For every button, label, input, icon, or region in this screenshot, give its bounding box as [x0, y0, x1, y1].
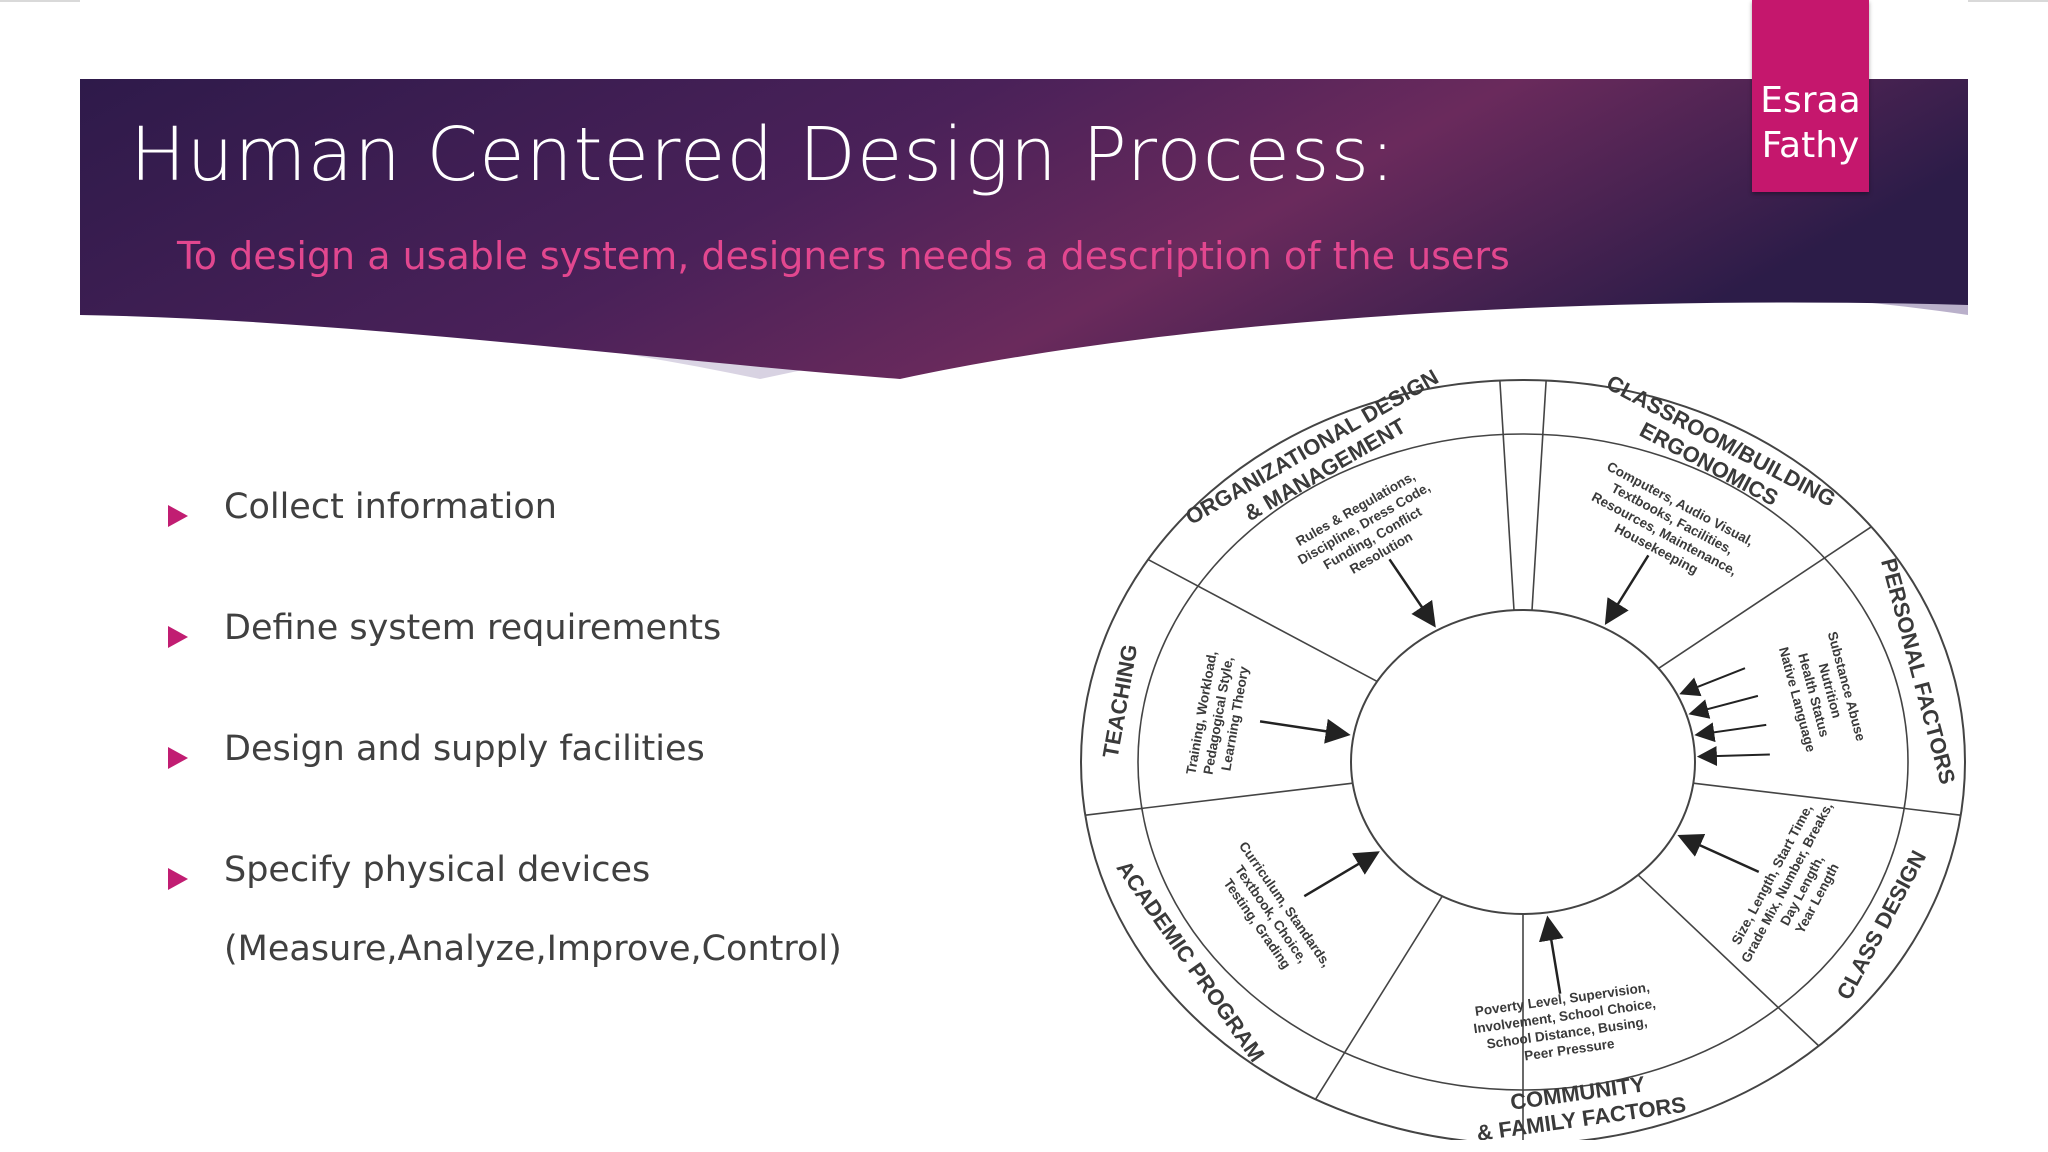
- bullet-item: Design and supply facilities: [168, 729, 1068, 789]
- triangle-bullet-icon: [168, 505, 188, 527]
- wheel-segment-title: CLASSROOM/BUILDING: [1603, 370, 1840, 512]
- author-tag: Esraa Fathy: [1752, 0, 1869, 192]
- segment-divider: [1314, 895, 1443, 1100]
- slide-subtitle: To design a usable system, designers nee…: [177, 234, 1510, 278]
- triangle-bullet-icon: [168, 868, 188, 890]
- arrow-icon: [1259, 718, 1351, 744]
- segment-divider: [1637, 874, 1820, 1047]
- segment-divider: [1658, 526, 1872, 670]
- bullet-text: Design and supply facilities: [224, 729, 705, 769]
- bullet-text: Collect information: [224, 487, 557, 527]
- bullet-item: Specify physical devices: [168, 850, 1068, 910]
- outer-ring: [1080, 379, 1966, 1140]
- bullet-subnote: (Measure,Analyze,Improve,Control): [224, 929, 842, 969]
- triangle-bullet-icon: [168, 626, 188, 648]
- arrow-icon: [1303, 851, 1380, 898]
- arrow-icon: [1388, 558, 1436, 628]
- arrow-icon: [1677, 833, 1760, 873]
- author-first-name: Esraa: [1760, 80, 1861, 121]
- wheel-arrows: [1259, 554, 1770, 994]
- segment-divider: [1531, 380, 1547, 611]
- arrow-icon: [1538, 915, 1564, 994]
- arrow-icon: [1688, 694, 1759, 719]
- arrow-icon: [1696, 746, 1770, 767]
- inner-circle: [1350, 609, 1696, 915]
- header-band: [80, 79, 1968, 379]
- author-last-name: Fathy: [1761, 125, 1860, 166]
- segment-divider: [1147, 558, 1378, 683]
- segment-divider: [1499, 380, 1515, 611]
- arrow-icon: [1604, 554, 1650, 625]
- bullet-text: Define system requirements: [224, 608, 722, 648]
- bullet-item: Collect information: [168, 487, 1068, 547]
- triangle-bullet-icon: [168, 747, 188, 769]
- wheel-segment-title: CLASS DESIGN: [1832, 846, 1932, 1003]
- slide-title: Human Centered Design Process:: [130, 112, 1396, 198]
- wheel-segment-title: TEACHING: [1098, 642, 1143, 759]
- arrow-icon: [1694, 722, 1767, 743]
- segment-divider: [1693, 782, 1961, 816]
- bullet-text: Specify physical devices: [224, 850, 651, 890]
- wheel-outline: [1080, 379, 1966, 1140]
- segment-divider: [1085, 782, 1353, 816]
- bullet-item: Define system requirements: [168, 608, 1068, 668]
- arrow-icon: [1679, 667, 1746, 697]
